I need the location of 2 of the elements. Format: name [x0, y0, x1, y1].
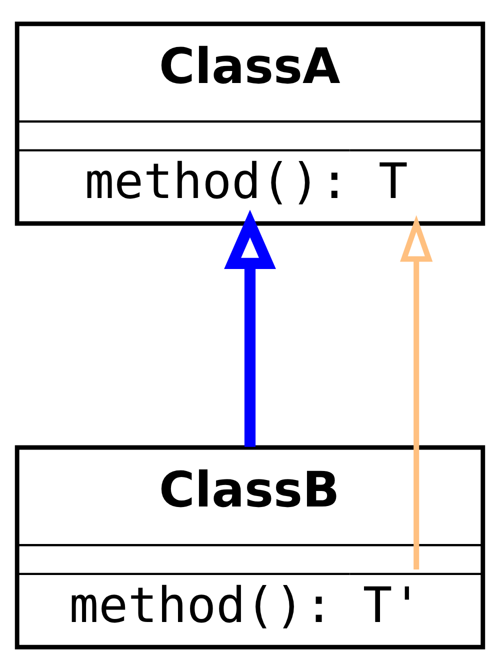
arrow — [224, 209, 276, 446]
arrow — [400, 214, 433, 569]
